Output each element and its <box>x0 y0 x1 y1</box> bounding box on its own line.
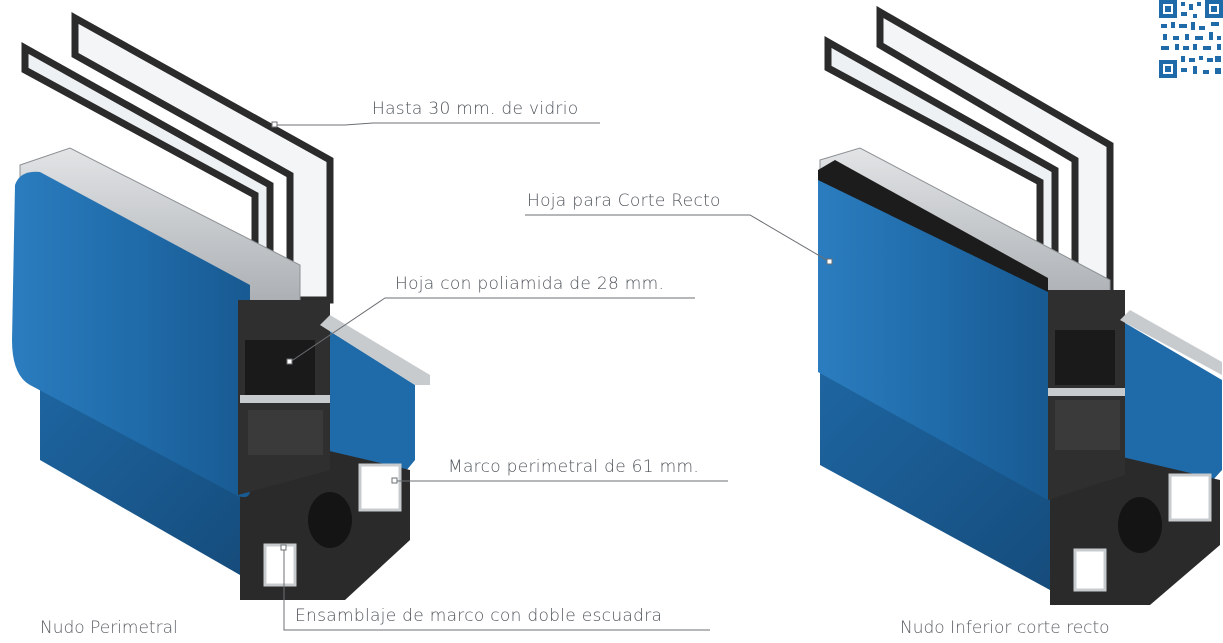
qr-code-icon <box>1159 0 1223 78</box>
left-frame-rail <box>320 315 430 385</box>
right-frame-rail <box>1120 310 1222 375</box>
left-window-profile <box>12 12 430 600</box>
callout-frame-assembly: Ensamblaje de marco con doble escuadra <box>295 606 663 626</box>
right-window-profile <box>818 5 1222 605</box>
right-leaf-face <box>818 170 1048 500</box>
callout-glass-thickness: Hasta 30 mm. de vidrio <box>372 99 579 119</box>
leader-lines <box>271 121 833 631</box>
caption-left-node: Nudo Perimetral <box>40 618 178 638</box>
right-leaf-cross-section <box>1048 290 1125 500</box>
callout-perimeter-frame: Marco perimetral de 61 mm. <box>448 457 700 477</box>
leader-polyamide <box>289 297 695 363</box>
right-leaf-top-edge <box>818 160 1048 292</box>
right-frame-body <box>820 360 1050 590</box>
leader-assembly-dot <box>280 544 287 551</box>
callout-polyamide-leaf: Hoja con poliamida de 28 mm. <box>395 274 665 294</box>
leader-glass <box>275 122 600 126</box>
leader-frame-dot <box>391 477 398 484</box>
caption-right-node: Nudo Inferior corte recto <box>900 618 1110 638</box>
left-leaf-cross-section <box>238 300 330 495</box>
callout-straight-cut-leaf: Hoja para Corte Recto <box>527 191 721 211</box>
leader-glass-dot <box>271 121 278 128</box>
leader-polyamide-dot <box>286 358 293 365</box>
left-leaf-face <box>12 171 250 498</box>
leader-straight-cut <box>525 214 831 263</box>
leader-assembly <box>283 548 710 631</box>
leader-straight-cut-dot <box>826 258 833 265</box>
